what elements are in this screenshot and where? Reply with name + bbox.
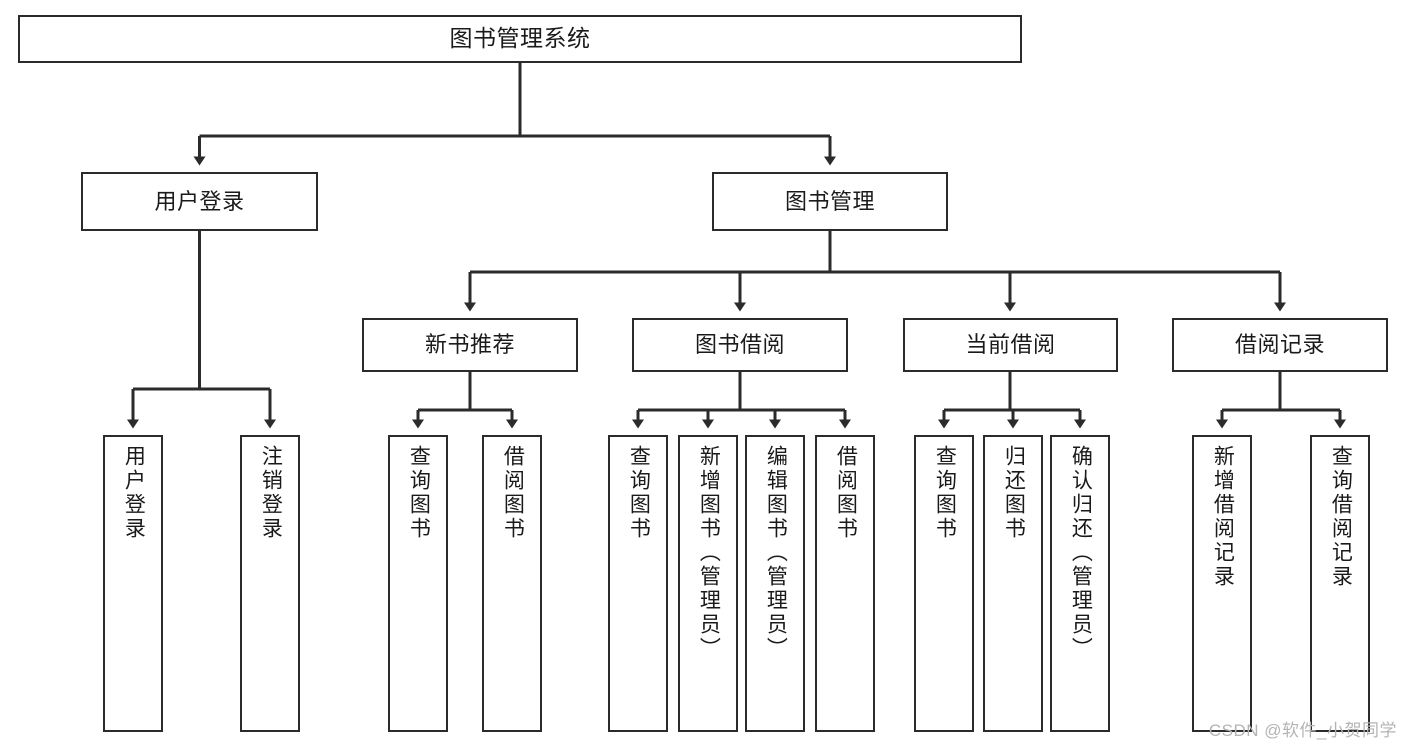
node-leaf-user-logout-label: 注销登录 <box>259 445 283 541</box>
node-leaf-return-book-label: 归还图书 <box>1002 445 1026 541</box>
node-borrow-record[interactable]: 借阅记录 <box>1172 318 1388 372</box>
node-leaf-edit-book[interactable]: 编辑图书（管理员） <box>745 435 805 732</box>
node-leaf-add-record-label: 新增借阅记录 <box>1211 445 1235 589</box>
node-book-management[interactable]: 图书管理 <box>712 172 948 231</box>
node-leaf-query-book-1[interactable]: 查询图书 <box>388 435 448 732</box>
node-leaf-borrow-book-2-label: 借阅图书 <box>834 445 858 541</box>
node-leaf-query-book-1-label: 查询图书 <box>407 445 431 541</box>
node-leaf-query-record[interactable]: 查询借阅记录 <box>1310 435 1370 732</box>
node-borrow-record-label: 借阅记录 <box>1234 332 1325 358</box>
node-book-management-label: 图书管理 <box>784 188 875 214</box>
node-current-borrow-label: 当前借阅 <box>965 332 1056 358</box>
node-leaf-borrow-book-1[interactable]: 借阅图书 <box>482 435 542 732</box>
node-leaf-confirm-return-label: 确认归还（管理员） <box>1069 445 1093 661</box>
node-leaf-user-login-label: 用户登录 <box>122 445 146 541</box>
node-leaf-borrow-book-2[interactable]: 借阅图书 <box>815 435 875 732</box>
node-book-borrow-label: 图书借阅 <box>694 332 785 358</box>
node-new-book-recommend[interactable]: 新书推荐 <box>362 318 578 372</box>
node-leaf-return-book[interactable]: 归还图书 <box>983 435 1043 732</box>
node-leaf-query-book-2-label: 查询图书 <box>627 445 651 541</box>
node-current-borrow[interactable]: 当前借阅 <box>903 318 1118 372</box>
node-leaf-user-logout[interactable]: 注销登录 <box>240 435 300 732</box>
node-root[interactable]: 图书管理系统 <box>18 15 1022 63</box>
node-book-borrow[interactable]: 图书借阅 <box>632 318 848 372</box>
node-leaf-user-login[interactable]: 用户登录 <box>103 435 163 732</box>
node-leaf-query-book-3-label: 查询图书 <box>933 445 957 541</box>
node-user-login[interactable]: 用户登录 <box>81 172 318 231</box>
node-root-label: 图书管理系统 <box>449 25 591 52</box>
node-leaf-query-book-2[interactable]: 查询图书 <box>608 435 668 732</box>
node-leaf-add-record[interactable]: 新增借阅记录 <box>1192 435 1252 732</box>
node-leaf-confirm-return[interactable]: 确认归还（管理员） <box>1050 435 1110 732</box>
node-leaf-add-book[interactable]: 新增图书（管理员） <box>678 435 738 732</box>
watermark-text: CSDN @软件_小贺同学 <box>1208 721 1397 740</box>
node-leaf-borrow-book-1-label: 借阅图书 <box>501 445 525 541</box>
node-new-book-recommend-label: 新书推荐 <box>424 332 515 358</box>
node-leaf-edit-book-label: 编辑图书（管理员） <box>764 445 788 661</box>
node-leaf-add-book-label: 新增图书（管理员） <box>697 445 721 661</box>
node-leaf-query-book-3[interactable]: 查询图书 <box>914 435 974 732</box>
node-leaf-query-record-label: 查询借阅记录 <box>1329 445 1353 589</box>
node-user-login-label: 用户登录 <box>154 188 245 214</box>
